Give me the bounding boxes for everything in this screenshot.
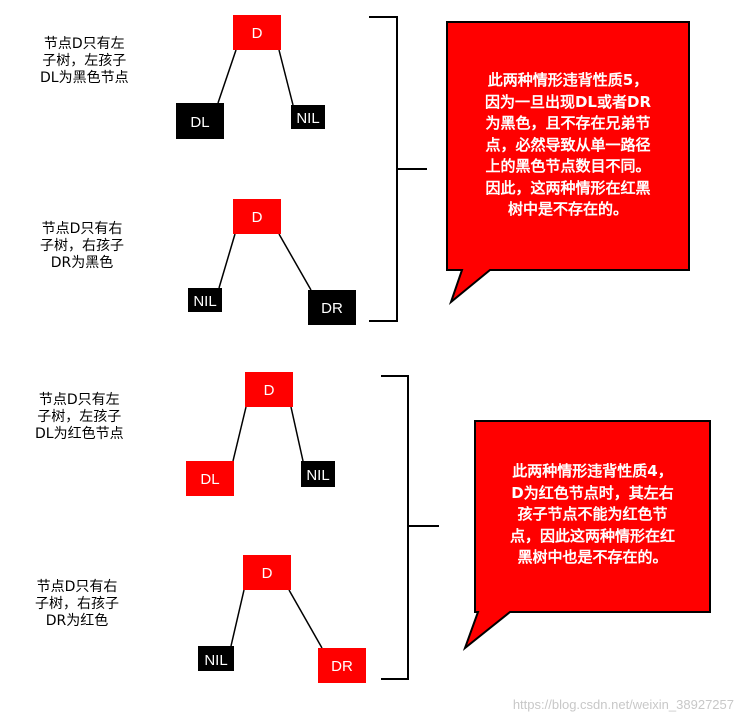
case-2-left-edge	[218, 233, 236, 289]
case-3-tree: D DL NIL	[186, 372, 335, 496]
case-2-left-node	[188, 288, 222, 312]
case-2-root-label: D	[252, 209, 263, 226]
case-4-left-label: NIL	[204, 652, 227, 669]
case-3-left-node	[186, 461, 234, 496]
case-4-right-label: DR	[331, 658, 353, 675]
callout-bottom-text: 此两种情形违背性质4， D为红色节点时，其左右 孩子节点不能为红色节 点，因此这…	[509, 462, 675, 566]
case-1-description: 节点D只有左 子树，左孩子 DL为黑色节点	[40, 36, 129, 86]
case-4-left-node	[198, 646, 234, 671]
case-1-root-label: D	[252, 25, 263, 42]
case-4-tree: D NIL DR	[198, 555, 366, 683]
case-3-right-label: NIL	[306, 467, 329, 484]
case-3-right-edge	[290, 406, 304, 462]
case-1-root-node	[233, 15, 281, 50]
case-2-tree: D NIL DR	[188, 199, 356, 325]
case-2-root-node	[233, 199, 281, 234]
case-3-root-label: D	[264, 382, 275, 399]
case-4-root-node	[243, 555, 291, 590]
callout-bottom-bubble	[462, 420, 711, 651]
case-3-left-label: DL	[200, 471, 219, 488]
bracket-top	[369, 16, 427, 322]
case-2-right-node	[308, 290, 356, 325]
case-2-right-edge	[278, 233, 312, 291]
case-4-root-label: D	[262, 565, 273, 582]
callout-top-text: 此两种情形违背性质5， 因为一旦出现DL或者DR 为黑色，且不存在兄弟节 点，必…	[484, 71, 651, 218]
case-3-description: 节点D只有左 子树，左孩子 DL为红色节点	[35, 392, 124, 442]
case-1-tree: D DL NIL	[176, 15, 325, 139]
callout-top-bubble	[446, 21, 690, 306]
case-1-left-label: DL	[190, 114, 209, 131]
case-1-right-node	[291, 105, 325, 129]
case-2-description: 节点D只有右 子树，右孩子 DR为黑色	[40, 221, 124, 271]
case-3-left-edge	[232, 406, 247, 462]
case-4-description: 节点D只有右 子树，右孩子 DR为红色	[35, 579, 119, 629]
case-4-right-node	[318, 648, 366, 683]
case-1-left-node	[176, 103, 224, 139]
case-4-right-edge	[288, 589, 323, 649]
case-4-left-edge	[230, 589, 245, 647]
case-3-root-node	[245, 372, 293, 407]
case-1-right-edge	[278, 49, 294, 106]
case-2-left-label: NIL	[193, 293, 216, 310]
case-1-left-edge	[217, 49, 237, 104]
case-3-right-node	[301, 461, 335, 487]
case-1-right-label: NIL	[296, 110, 319, 127]
watermark: https://blog.csdn.net/weixin_38927257	[512, 697, 734, 712]
bracket-bottom	[381, 375, 439, 680]
case-2-right-label: DR	[321, 300, 343, 317]
